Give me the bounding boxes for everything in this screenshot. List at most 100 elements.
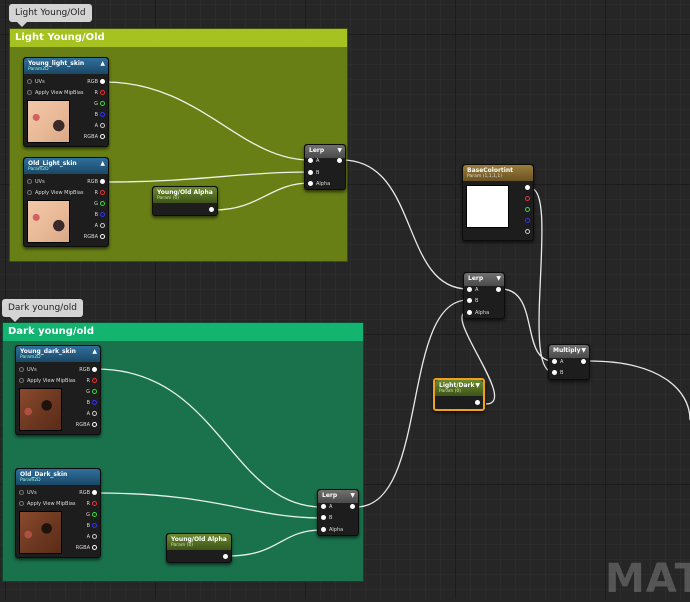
output-pin-rgba[interactable]: RGBA <box>84 133 105 141</box>
editor-watermark: MATE <box>605 556 690 602</box>
node-subtitle: Param2D <box>28 67 49 72</box>
lerp-node-main[interactable]: Lerp ▼ A B Alpha <box>463 272 505 319</box>
node-header[interactable]: Light/Dark Param (0) ▼ <box>435 380 483 396</box>
node-title: Light/Dark <box>439 382 475 389</box>
input-pin-uvs[interactable]: UVs <box>19 489 37 497</box>
output-pin-rgb[interactable]: RGB <box>79 366 97 374</box>
output-pin-a[interactable] <box>523 228 530 236</box>
collapse-arrow-icon[interactable]: ▼ <box>350 492 355 499</box>
output-pin-a[interactable]: A <box>95 222 105 230</box>
node-header[interactable]: Young/Old Alpha Param (0) <box>153 187 217 203</box>
output-pin-b[interactable]: B <box>87 522 97 530</box>
output-pin-r[interactable]: R <box>87 500 97 508</box>
output-pin-b[interactable]: B <box>87 399 97 407</box>
node-header[interactable]: Lerp ▼ <box>464 273 504 286</box>
multiply-node[interactable]: Multiply ▼ A B <box>548 344 590 380</box>
input-pin-a[interactable]: A <box>552 358 563 366</box>
output-pin-value[interactable] <box>207 206 214 214</box>
texture-node-young-dark-skin[interactable]: Young_dark_skin Param2D ▲ UVs Apply View… <box>15 345 101 435</box>
comment-title-dark[interactable]: Dark young/old <box>3 323 363 341</box>
output-pin-value[interactable] <box>221 553 228 561</box>
input-pin-b[interactable]: B <box>467 297 478 305</box>
scalar-param-young-old-alpha-dark[interactable]: Young/Old Alpha Param (0) <box>166 533 232 563</box>
vector-param-base-color-tint[interactable]: BaseColortint Param (1,1,1,1) <box>462 164 534 241</box>
output-pin-g[interactable] <box>523 206 530 214</box>
collapse-arrow-icon[interactable]: ▲ <box>100 60 105 67</box>
collapse-arrow-icon[interactable]: ▼ <box>337 147 342 154</box>
output-pin-b[interactable]: B <box>95 111 105 119</box>
collapse-arrow-icon[interactable]: ▲ <box>92 348 97 355</box>
input-pin-mipbias[interactable]: Apply View MipBias <box>19 377 76 385</box>
collapse-arrow-icon[interactable]: ▲ <box>100 160 105 167</box>
node-header[interactable]: BaseColortint Param (1,1,1,1) <box>463 165 533 181</box>
output-pin-rgb[interactable]: RGB <box>87 178 105 186</box>
input-pin-uvs[interactable]: UVs <box>19 366 37 374</box>
lerp-node-light[interactable]: Lerp ▼ A B Alpha <box>304 144 346 190</box>
node-header[interactable]: Multiply ▼ <box>549 345 589 358</box>
input-pin-mipbias[interactable]: Apply View MipBias <box>27 189 84 197</box>
output-pin-r[interactable]: R <box>87 377 97 385</box>
output-pin-b[interactable]: B <box>95 211 105 219</box>
output-pin-b[interactable] <box>523 217 530 225</box>
scalar-param-young-old-alpha-light[interactable]: Young/Old Alpha Param (0) <box>152 186 218 216</box>
output-pin-rgba[interactable]: RGBA <box>84 233 105 241</box>
input-pin-alpha[interactable]: Alpha <box>321 526 343 534</box>
output-pin-g[interactable]: G <box>94 200 105 208</box>
output-pin-rgba[interactable]: RGBA <box>76 544 97 552</box>
texture-node-young-light-skin[interactable]: Young_light_skin Param2D ▲ UVs Apply Vie… <box>23 57 109 147</box>
node-header[interactable]: Lerp ▼ <box>305 145 345 158</box>
node-header[interactable]: Young_dark_skin Param2D ▲ <box>16 346 100 362</box>
input-pin-mipbias[interactable]: Apply View MipBias <box>27 89 84 97</box>
output-pin-value[interactable] <box>473 399 480 407</box>
input-pin-mipbias[interactable]: Apply View MipBias <box>19 500 76 508</box>
collapse-arrow-icon[interactable]: ▼ <box>496 275 501 282</box>
node-header[interactable]: Old_Light_skin Param2D ▲ <box>24 158 108 174</box>
node-title: Lerp <box>309 147 325 154</box>
input-pin-uvs[interactable]: UVs <box>27 178 45 186</box>
output-pin-r[interactable]: R <box>95 89 105 97</box>
node-title: Young_dark_skin <box>20 348 76 355</box>
texture-node-old-light-skin[interactable]: Old_Light_skin Param2D ▲ UVs Apply View … <box>23 157 109 247</box>
output-pin-a[interactable]: A <box>87 410 97 418</box>
texture-node-old-dark-skin[interactable]: Old_Dark_skin Param2D UVs Apply View Mip… <box>15 468 101 558</box>
output-pin[interactable] <box>348 503 355 511</box>
output-pin-rgb[interactable] <box>523 184 530 192</box>
lerp-node-dark[interactable]: Lerp ▼ A B Alpha <box>317 489 359 536</box>
output-pin[interactable] <box>335 157 342 165</box>
input-pin-b[interactable]: B <box>552 369 563 377</box>
input-pin-a[interactable]: A <box>321 503 332 511</box>
node-subtitle: Param2D <box>28 167 49 172</box>
output-pin-r[interactable]: R <box>95 189 105 197</box>
input-pin-a[interactable]: A <box>308 157 319 165</box>
input-pin-a[interactable]: A <box>467 286 478 294</box>
input-pin-b[interactable]: B <box>308 169 319 177</box>
collapse-arrow-icon[interactable]: ▼ <box>581 347 586 354</box>
comment-tab-dark[interactable]: Dark young/old <box>2 299 83 322</box>
input-pin-alpha[interactable]: Alpha <box>467 309 489 317</box>
collapse-arrow-icon[interactable]: ▼ <box>475 382 480 389</box>
color-swatch <box>466 185 509 228</box>
node-header[interactable]: Young/Old Alpha Param (0) <box>167 534 231 550</box>
node-header[interactable]: Old_Dark_skin Param2D <box>16 469 100 485</box>
output-pin-g[interactable]: G <box>94 100 105 108</box>
output-pin-rgb[interactable]: RGB <box>87 78 105 86</box>
output-pin-g[interactable]: G <box>86 388 97 396</box>
input-pin-alpha[interactable]: Alpha <box>308 180 330 188</box>
output-pin-rgba[interactable]: RGBA <box>76 421 97 429</box>
output-pin[interactable] <box>579 358 586 366</box>
node-header[interactable]: Young_light_skin Param2D ▲ <box>24 58 108 74</box>
output-pin-g[interactable]: G <box>86 511 97 519</box>
node-title: BaseColortint <box>467 167 513 174</box>
output-pin[interactable] <box>494 286 501 294</box>
comment-title-light[interactable]: Light Young/Old <box>10 29 347 47</box>
texture-thumbnail <box>19 511 62 554</box>
output-pin-a[interactable]: A <box>87 533 97 541</box>
input-pin-b[interactable]: B <box>321 514 332 522</box>
output-pin-r[interactable] <box>523 195 530 203</box>
output-pin-rgb[interactable]: RGB <box>79 489 97 497</box>
node-header[interactable]: Lerp ▼ <box>318 490 358 503</box>
input-pin-uvs[interactable]: UVs <box>27 78 45 86</box>
output-pin-a[interactable]: A <box>95 122 105 130</box>
scalar-param-light-dark[interactable]: Light/Dark Param (0) ▼ <box>433 378 485 411</box>
comment-tab-light[interactable]: Light Young/Old <box>9 4 92 27</box>
